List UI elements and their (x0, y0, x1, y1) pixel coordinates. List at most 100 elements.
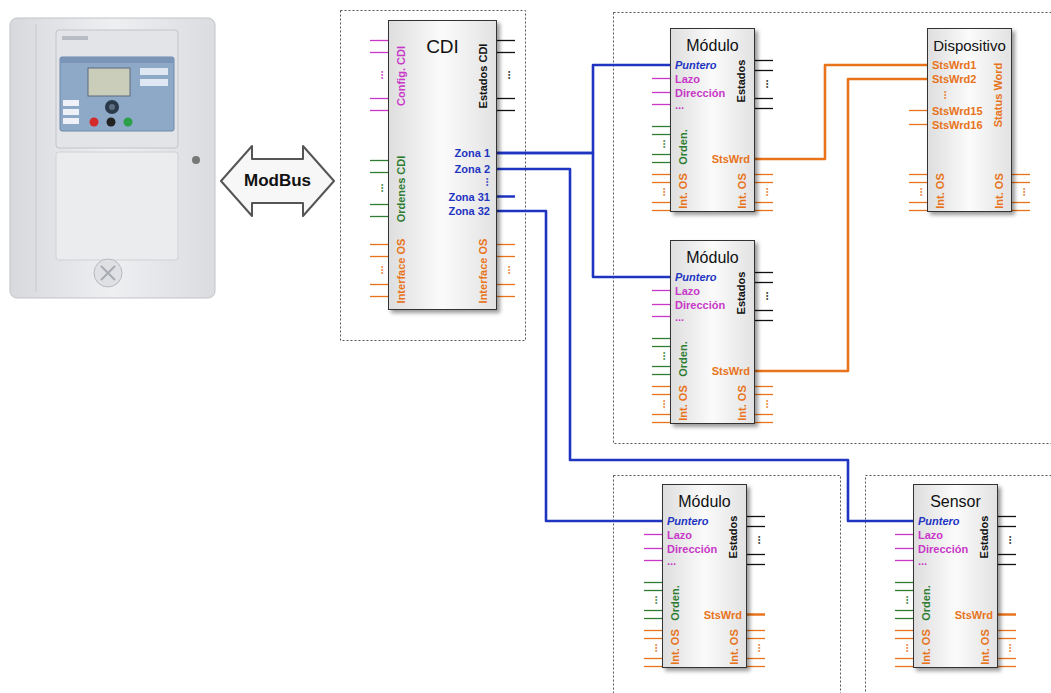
pin-label: Int. OS (934, 173, 947, 208)
pin-stub (747, 666, 765, 667)
pin-stub (998, 666, 1016, 667)
pin-label: Orden. (669, 585, 682, 620)
pin-stub (652, 394, 670, 395)
pin-stub (497, 284, 515, 285)
pin-stub (644, 548, 662, 549)
pin-stub (652, 346, 670, 347)
pin-stub (755, 98, 773, 99)
pin-stub (998, 613, 1016, 616)
pin-label: StsWrd16 (932, 119, 983, 132)
pin-stub (895, 548, 913, 549)
pin-stub (895, 630, 913, 631)
ellipsis-label: ... (1001, 643, 1014, 652)
ellipsis-label: ... (500, 70, 513, 79)
pin-label: Zona 31 (448, 191, 490, 204)
pin-label: Int. OS (736, 173, 749, 208)
pin-stub (652, 202, 670, 203)
ellipsis-label: ... (758, 79, 771, 88)
pin-label: Int. OS (677, 173, 690, 208)
pin-stub (644, 610, 662, 611)
pin-stub (755, 202, 773, 203)
pin-label: Config. CDI (395, 46, 408, 106)
ellipsis-label: ... (898, 595, 911, 604)
pin-stub (370, 256, 388, 257)
pin-stub (652, 134, 670, 135)
pin-stub (1012, 202, 1030, 203)
pin-stub (755, 182, 773, 183)
pin-stub (909, 202, 927, 203)
pin-label: ... (675, 99, 684, 112)
pin-stub (909, 174, 927, 175)
zone-wire (497, 211, 662, 521)
pin-stub (747, 630, 765, 631)
pin-stub (644, 534, 662, 535)
pin-stub (895, 590, 913, 591)
pin-stub (370, 296, 388, 297)
pin-label: Estados (736, 272, 749, 315)
block-title: Dispositivo (933, 37, 1006, 54)
pin-stub (652, 386, 670, 387)
pin-stub (644, 666, 662, 667)
pin-stub (747, 554, 765, 555)
ellipsis-label: ... (655, 139, 668, 148)
pin-stub (755, 310, 773, 311)
pin-stub (652, 92, 670, 93)
pin-label: ... (918, 555, 927, 568)
pin-label: Zona 32 (448, 205, 490, 218)
pin-stub (998, 526, 1016, 527)
pin-stub (909, 124, 927, 125)
pin-stub (747, 516, 765, 517)
pin-stub (998, 638, 1016, 639)
pin-label: StsWrd (955, 609, 993, 622)
pin-stub (652, 366, 670, 367)
pin-stub (755, 272, 773, 273)
pin-stub (755, 414, 773, 415)
ellipsis-label: ... (758, 399, 771, 408)
ellipsis-label: ... (1001, 535, 1014, 544)
pin-label: ... (675, 311, 684, 324)
pin-label: Ordenes CDI (395, 156, 408, 223)
ellipsis-label: ... (750, 535, 763, 544)
pin-stub (895, 560, 913, 561)
zone-wire (497, 169, 913, 521)
pin-label: Estados CDI (478, 44, 491, 109)
pin-stub (747, 658, 765, 659)
pin-label: Dirección (675, 299, 725, 312)
pin-label: Estados (728, 516, 741, 559)
pin-label: Lazo (675, 285, 700, 298)
pin-label: StsWrd (712, 153, 750, 166)
pin-stub (652, 304, 670, 305)
pin-stub (644, 618, 662, 619)
pin-stub (497, 195, 515, 198)
pin-stub (1012, 182, 1030, 183)
sensor-block: SensorPunteroLazoDirección...Orden.Int. … (913, 484, 998, 668)
pin-stub (652, 316, 670, 317)
block-title: Sensor (930, 493, 981, 511)
ellipsis-label: ... (373, 70, 386, 79)
ellipsis-label: ... (647, 595, 660, 604)
pin-stub (644, 658, 662, 659)
pin-label: Puntero (667, 515, 709, 528)
pin-stub (998, 564, 1016, 565)
pin-stub (755, 108, 773, 109)
bus-label: ModBus (244, 171, 311, 191)
pin-stub (370, 52, 388, 53)
device-block: DispositivoStsWrd1StsWrd2...StsWrd15StsW… (927, 28, 1012, 212)
pin-stub (497, 110, 515, 111)
ellipsis-label: ... (373, 265, 386, 274)
pin-stub (370, 244, 388, 245)
group-frame (614, 13, 1051, 444)
pin-stub (652, 290, 670, 291)
pin-label: StsWrd2 (932, 73, 976, 86)
pin-label: Orden. (677, 129, 690, 164)
pin-stub (998, 658, 1016, 659)
pin-stub (644, 560, 662, 561)
pin-stub (652, 104, 670, 105)
pin-stub (652, 374, 670, 375)
group-frame (866, 476, 1051, 693)
pin-label: Zona 1 (455, 147, 490, 160)
pin-stub (370, 40, 388, 41)
